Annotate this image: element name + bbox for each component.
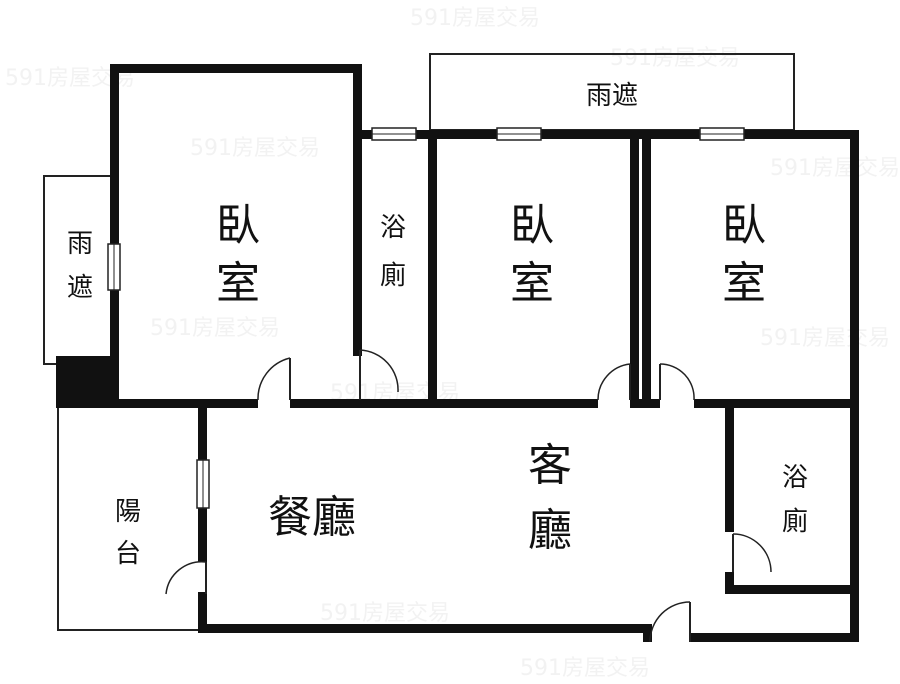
windows <box>107 127 745 509</box>
wall <box>643 624 652 642</box>
walls <box>56 64 859 642</box>
watermark: 591房屋交易 <box>150 316 280 341</box>
wall <box>110 64 119 408</box>
wall <box>694 399 859 408</box>
watermark: 591房屋交易 <box>770 156 900 181</box>
bath-right-label: 廁 <box>782 507 808 537</box>
wall <box>353 64 362 356</box>
watermark: 591房屋交易 <box>190 136 320 161</box>
watermark: 591房屋交易 <box>520 656 650 681</box>
bedroom-right-label: 臥 <box>722 200 766 251</box>
wall <box>290 399 598 408</box>
wall <box>850 130 859 642</box>
balcony-label: 台 <box>115 539 141 569</box>
wall <box>630 130 639 406</box>
living-label: 客 <box>528 440 572 491</box>
watermark: 591房屋交易 <box>410 6 540 31</box>
wall <box>725 585 859 594</box>
wall <box>56 399 258 408</box>
wall <box>198 592 207 632</box>
canopy-left-outline <box>43 175 117 365</box>
wall <box>110 64 362 73</box>
wall <box>725 572 734 594</box>
watermark: 591房屋交易 <box>610 46 740 71</box>
bedroom-mid-label: 室 <box>510 258 554 309</box>
wall <box>198 624 652 633</box>
thin-outlines <box>43 53 795 631</box>
wall <box>642 130 651 406</box>
doors <box>165 349 772 643</box>
bath-right-label: 浴 <box>782 463 808 493</box>
bath-top-label: 廁 <box>380 261 406 291</box>
bedroom-mid-label: 臥 <box>510 200 554 251</box>
wall <box>690 633 859 642</box>
watermark: 591房屋交易 <box>320 601 450 626</box>
wall <box>630 399 660 408</box>
balcony-label: 陽 <box>115 497 141 527</box>
canopy-left-label: 雨 <box>67 229 93 259</box>
room-labels: 臥 室 浴 廁 臥 室 臥 室 雨遮 雨 遮 陽 台 餐廳 客 廳 浴 廁 <box>67 81 808 569</box>
wall <box>725 404 734 532</box>
dining-label: 餐廳 <box>268 492 356 543</box>
wall <box>428 130 437 406</box>
canopy-top-label: 雨遮 <box>586 81 638 111</box>
bedroom-left-label: 臥 <box>216 200 260 251</box>
watermark-layer: 591房屋交易 591房屋交易 591房屋交易 591房屋交易 591房屋交易 … <box>5 6 900 681</box>
living-label: 廳 <box>528 505 572 556</box>
canopy-left-label: 遮 <box>67 273 93 303</box>
wall <box>353 130 859 139</box>
bedroom-left-label: 室 <box>216 258 260 309</box>
bedroom-right-label: 室 <box>722 258 766 309</box>
bath-top-label: 浴 <box>380 213 406 243</box>
watermark: 591房屋交易 <box>760 326 890 351</box>
